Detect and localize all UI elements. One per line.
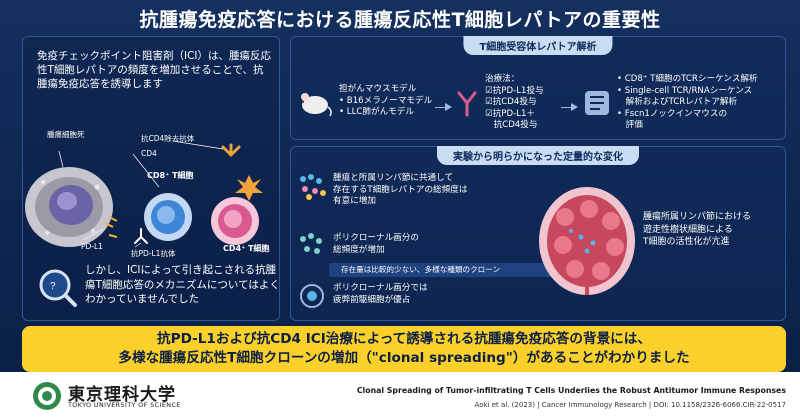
cd4-t-cell-icon (211, 197, 259, 245)
university-name: 東京理科大学 (68, 385, 176, 405)
blast-icon (235, 175, 263, 201)
conclusion-line-1: 抗PD-L1および抗CD4 ICI治療によって誘導される抗腫瘍免疫応答の背景には… (157, 331, 651, 347)
reference-title: Clonal Spreading of Tumor-infiltrating T… (356, 386, 786, 395)
findings-panel: 実験から明らかになった定量的な変化 腫瘍と所属リンパ節に共通して 存在するT細胞… (290, 146, 786, 321)
cd8-t-cell-icon (144, 193, 192, 241)
arrow-1 (435, 107, 445, 108)
reference-citation: Aoki et al. (2023) | Cancer Immunology R… (474, 401, 786, 409)
model-list: 担がんマウスモデル • B16メラノーマモデル • LLC肺がんモデル (339, 84, 433, 117)
page-title: 抗腫瘍免疫応答における腫瘍反応性T細胞レパトアの重要性 (139, 9, 661, 31)
university-name-en: TOKYO UNIVERSITY OF SCIENCE (68, 401, 181, 409)
problem-statement: しかし、ICIによって引き起こされる抗腫瘍T細胞応答のメカニズムについてはよくわ… (85, 264, 280, 305)
tumor-cell-icon (25, 167, 113, 247)
svg-text:?: ? (50, 281, 56, 292)
antibody-icon (457, 91, 477, 117)
mouse-icon (301, 93, 332, 117)
sequencing-icon (585, 91, 609, 115)
lymph-node-description: 腫瘍所属リンパ節における 遊走性樹状細胞による T細胞の活性化が亢進 (643, 212, 752, 247)
panel-tag-findings: 実験から明らかになった定量的な変化 (437, 146, 639, 165)
magnifier-icon: ? (39, 269, 77, 307)
tcr-analysis-panel: T細胞受容体レパトア解析 担がんマウスモデル • B16メラノーマモデル • L… (290, 36, 786, 140)
arrow-2-head (571, 103, 578, 111)
treatment-list: 治療法： ☑抗PD-L1投与 ☑抗CD4投与 ☑抗PD-L1＋ 抗CD4投与 (485, 74, 544, 130)
pdl1-marker-icon (104, 216, 118, 238)
finding-1: 腫瘍と所属リンパ節に共通して 存在するT細胞レパトアの総頻度は 有意に増加 (333, 173, 468, 206)
anti-pdl1-label: 抗PD-L1抗体 (131, 249, 176, 258)
analysis-list: • CD8⁺ T細胞のTCRシーケンス解析 • Single-cell TCR/… (617, 74, 758, 130)
pdl1-label: PD-L1 (81, 242, 103, 251)
arrow-2 (561, 107, 571, 108)
immune-cell-illustration: ? (25, 140, 263, 307)
arrow-1-head (445, 103, 452, 111)
conclusion-banner: 抗PD-L1および抗CD4 ICI治療によって誘導される抗腫瘍免疫応答の背景には… (22, 326, 786, 372)
cd8-t-cell-label: CD8⁺ T細胞 (147, 171, 194, 180)
exhaustion-cycle-icon (300, 284, 324, 308)
intro-text: 免疫チェックポイント阻害剤（ICI）は、腫瘍反応性T細胞レパトアの頻度を増加させ… (37, 50, 272, 90)
anti-cd4-label: 抗CD4除去抗体 (141, 134, 195, 143)
lymph-node-icon (539, 187, 635, 295)
cd4-label: CD4 (141, 149, 157, 158)
university-logo-icon (33, 382, 61, 410)
clone-cluster-icon (300, 174, 326, 200)
finding-3: ポリクローナル画分では 疲弊前駆細胞が優占 (333, 283, 428, 305)
anti-pdl1-antibody-icon (134, 228, 148, 244)
tumor-cell-label: 腫瘍細胞死 (47, 130, 85, 139)
conclusion-line-2: 多様な腫瘍反応性T細胞クローンの増加（"clonal spreading"）があ… (118, 350, 690, 366)
left-panel: 免疫チェックポイント阻害剤（ICI）は、腫瘍反応性T細胞レパトアの頻度を増加させ… (22, 36, 280, 321)
antibody-icon (221, 143, 241, 157)
cd4-t-cell-label: CD4⁺ T細胞 (223, 244, 270, 253)
panel-tag-tcr: T細胞受容体レパトア解析 (463, 36, 613, 55)
clone-diversity-note: 存在量は比較的少ない、多様な種類のクローン (329, 263, 597, 277)
finding-2: ポリクローナル画分の 総頻度が増加 (333, 233, 419, 255)
polyclonal-icon (300, 233, 322, 254)
